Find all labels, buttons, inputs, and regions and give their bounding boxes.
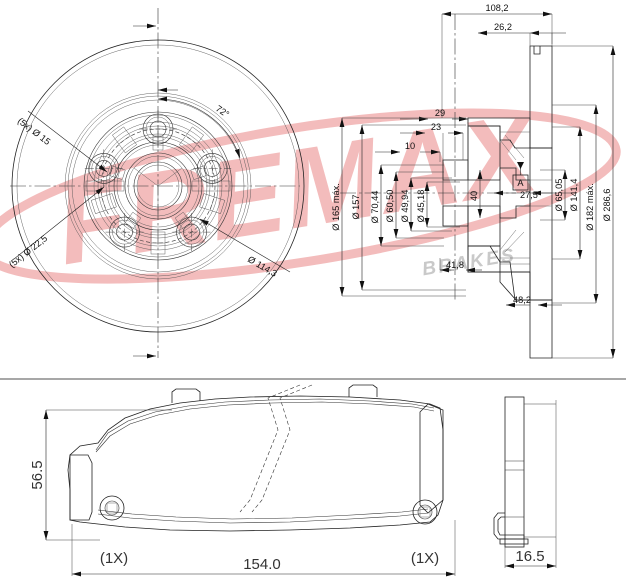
dim-label-29: 29 [435,108,445,118]
dim-label-165-max: Ø 165 máx. [331,183,341,231]
pad-length-label: 154.0 [243,556,281,573]
pad-qty-left-label: (1X) [100,550,128,567]
pad-thickness-label: 16.5 [515,548,544,565]
hub-section-body [442,117,552,301]
pad-side-body [504,396,525,548]
dim-label-141-4: Ø 141,4 [569,179,579,212]
dim-label-49-94: Ø 49,94 [400,190,410,223]
dim-label-27-5: 27,5 [520,190,538,200]
disc-braking-inner [64,92,252,280]
dim-label-48-2: 48,2 [513,295,531,305]
dim-label-60-50: Ø 60,50 [385,190,395,223]
pad-backing-plate [67,395,444,532]
dim-pad-height: 56.5 [29,409,172,541]
rotor-vanes [529,147,553,301]
rotor-top-notch [533,46,541,55]
right-diameter-group: Ø 65,05 Ø 141,4 Ø 182 máx. Ø 286,6 [540,45,616,359]
disc-section-view: 108,2 26,2 29 23 10 [331,3,616,359]
dim-label-108-2: 108,2 [486,3,509,13]
pad-break-lines [239,384,313,513]
pad-height-label: 56.5 [29,460,46,489]
disc-outer-inner-edge [16,44,300,328]
friction-top-edge [95,398,435,451]
dim-label-10: 10 [405,141,415,151]
dim-pad-thickness: 16.5 [504,400,557,569]
dim-label-40: 40 [469,191,479,201]
dim-label-45-18: Ø 45,18 [416,190,426,223]
pad-rivet-right [412,499,438,525]
pad-qty-right-label: (1X) [411,550,439,567]
pad-side-base [499,538,529,545]
dim-label-157: Ø 157 [351,194,361,219]
pad-side-view: 16.5 [493,396,557,569]
datum-triangle [517,162,524,169]
section-arrows [133,23,178,359]
datum-label: A [517,178,524,188]
dim-label-26-2: 26,2 [494,22,512,32]
top-dimension-group: 108,2 26,2 [441,3,566,118]
pad-upper-tab [171,388,201,403]
inner-dimension-group: 29 23 10 [375,108,469,162]
disc-outer-diameter [11,39,305,333]
left-diameter-group: Ø 165 máx. Ø 157 Ø 70,44 Ø 60,50 Ø 49,94 [331,117,466,297]
center-dimension-group: 40 27,5 A [469,162,556,218]
dim-label-41-8: 41,8 [446,260,464,270]
hub-web-ribs [85,126,231,255]
pad-front-view: 56.5 154.0 (1X) (1X) [29,384,456,577]
dim-label-65-05: Ø 65,05 [554,179,564,212]
pad-left-abutment [69,454,93,521]
dim-label-70-44: Ø 70,44 [370,191,380,224]
dim-label-182-max: Ø 182 máx. [585,183,595,231]
bottom-transition [499,271,531,301]
dim-pad-length: 154.0 [71,520,456,577]
pad-right-abutment [419,403,444,514]
friction-top-edge2 [95,401,435,453]
friction-bottom-edge2 [97,508,429,520]
dim-label-286-6: Ø 286,6 [602,189,612,222]
dim-label-23: 23 [431,122,441,132]
friction-bottom-edge [97,512,429,524]
pad-upper-tab-2 [348,384,378,397]
disc-braking-inner2 [67,95,249,277]
bottom-dimension-group: 41,8 48,2 [439,250,562,308]
pad-rivet-left [99,495,125,521]
